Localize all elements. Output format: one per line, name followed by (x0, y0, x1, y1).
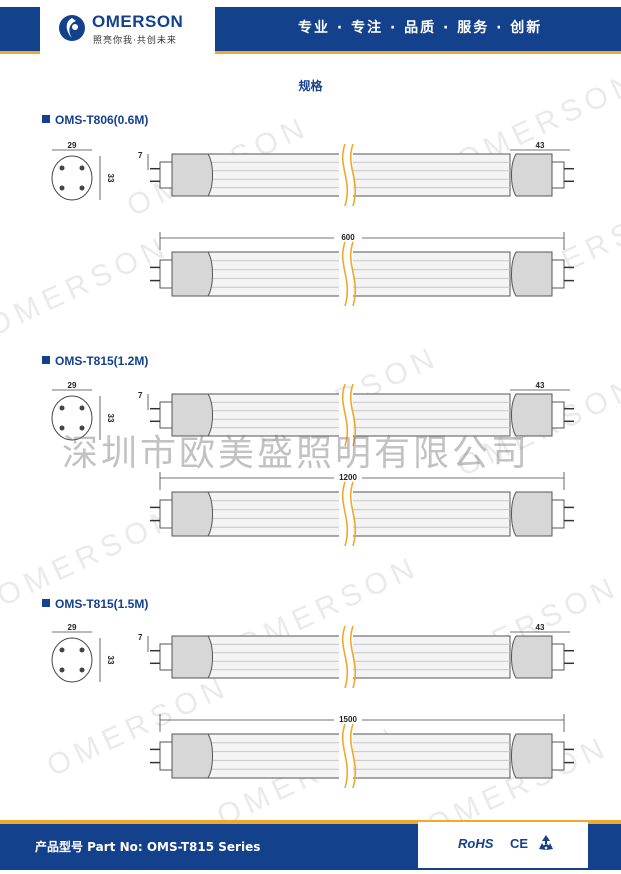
section-label: OMS-T806(0.6M) (42, 113, 148, 127)
tube-side-right-cap (511, 153, 553, 197)
tube-side-left-cap (171, 635, 213, 679)
dim-end-height: 33 (106, 656, 115, 665)
tube-side-right-cap (511, 393, 553, 437)
tube-side-right-base (551, 401, 565, 429)
tube-side-break-line (349, 383, 357, 447)
tube-drawing: 29 33 7 43 600 (51, 141, 574, 307)
dim-pin-offset: 7 (138, 633, 143, 642)
tube-top-break-line (349, 723, 357, 789)
tube-side-break-line (341, 625, 349, 689)
tube-drawing: 29 33 7 43 1200 (51, 381, 574, 547)
certifications: RoHS CE (418, 822, 588, 868)
brand-tagline: 照亮你我·共创未来 (93, 36, 177, 46)
tube-side-right-base (551, 161, 565, 189)
end-view-pin (59, 405, 65, 411)
end-view-pin (59, 425, 65, 431)
tube-top-break-line (341, 241, 349, 307)
tube-top-right-base (551, 499, 565, 529)
tube-side-right-base (551, 643, 565, 671)
dim-total-length: 600 (341, 233, 355, 242)
dim-total-length: 1500 (339, 715, 357, 724)
tube-top-right-cap (511, 733, 553, 779)
end-view-pin (79, 165, 85, 171)
tube-side-break-line (349, 143, 357, 207)
end-view-pin (79, 405, 85, 411)
dim-end-width: 29 (68, 381, 77, 390)
end-view (51, 155, 93, 201)
company-watermark: 深圳市欧美盛照明有限公司 (62, 433, 531, 474)
tube-top-right-cap (511, 251, 553, 297)
section-label: OMS-T815(1.5M) (42, 597, 148, 611)
tube-top-right-base (551, 741, 565, 771)
tube-side-break-line (341, 383, 349, 447)
end-view-pin (59, 165, 65, 171)
tube-side-left-base (159, 161, 173, 189)
recycle-icon (539, 835, 553, 850)
end-view-pin (59, 647, 65, 653)
page-title: 规格 (298, 79, 323, 93)
brand-name: OMERSON (92, 12, 184, 31)
header-slogan: 专业 · 专注 · 品质 · 服务 · 创新 (298, 20, 543, 36)
part-number: 产品型号 Part No: OMS-T815 Series (35, 840, 261, 854)
dim-end-height: 33 (106, 414, 115, 423)
tube-side-left-base (159, 401, 173, 429)
logo: OMERSON 照亮你我·共创未来 (40, 4, 215, 54)
tube-top-left-base (159, 499, 173, 529)
dim-end-height: 33 (106, 174, 115, 183)
dim-pin-offset: 7 (138, 391, 143, 400)
rohs-mark: RoHS (458, 836, 494, 851)
tube-top-right-base (551, 259, 565, 289)
page-header: OMERSON 照亮你我·共创未来 专业 · 专注 · 品质 · 服务 · 创新 (0, 0, 621, 58)
tube-top-left-base (159, 741, 173, 771)
tube-top-break-line (341, 723, 349, 789)
tube-side-break-line (341, 143, 349, 207)
end-view-pin (79, 425, 85, 431)
ce-mark: CE (510, 836, 529, 851)
end-view-pin (59, 667, 65, 673)
tube-top-break-line (341, 481, 349, 547)
tube-side-left-cap (171, 393, 213, 437)
brand-logo-icon (59, 15, 85, 41)
footer-accent-line (0, 820, 621, 824)
tube-side-left-base (159, 643, 173, 671)
dim-end-width: 29 (68, 623, 77, 632)
dim-pin-offset: 7 (138, 151, 143, 160)
dim-cap-length: 43 (536, 141, 545, 150)
header-accent-line (0, 51, 621, 54)
dim-end-width: 29 (68, 141, 77, 150)
section-label: OMS-T815(1.2M) (42, 354, 148, 368)
tube-drawing: 29 33 7 43 1500 (51, 623, 574, 789)
tube-side-left-cap (171, 153, 213, 197)
end-view-pin (59, 185, 65, 191)
dim-total-bg (334, 230, 362, 242)
dim-cap-length: 43 (536, 623, 545, 632)
end-view-pin (79, 185, 85, 191)
tube-top-right-cap (511, 491, 553, 537)
dim-total-length: 1200 (339, 473, 357, 482)
tube-top-left-cap (171, 251, 213, 297)
dim-cap-length: 43 (536, 381, 545, 390)
tube-side-break-line (349, 625, 357, 689)
end-view (51, 637, 93, 683)
tube-top-left-base (159, 259, 173, 289)
tube-top-left-cap (171, 733, 213, 779)
tube-top-left-cap (171, 491, 213, 537)
tube-top-break-line (349, 481, 357, 547)
dim-total-bg (334, 712, 362, 724)
end-view-pin (79, 667, 85, 673)
tube-top-break-line (349, 241, 357, 307)
end-view-pin (79, 647, 85, 653)
dim-total-bg (334, 470, 362, 482)
tube-side-right-cap (511, 635, 553, 679)
